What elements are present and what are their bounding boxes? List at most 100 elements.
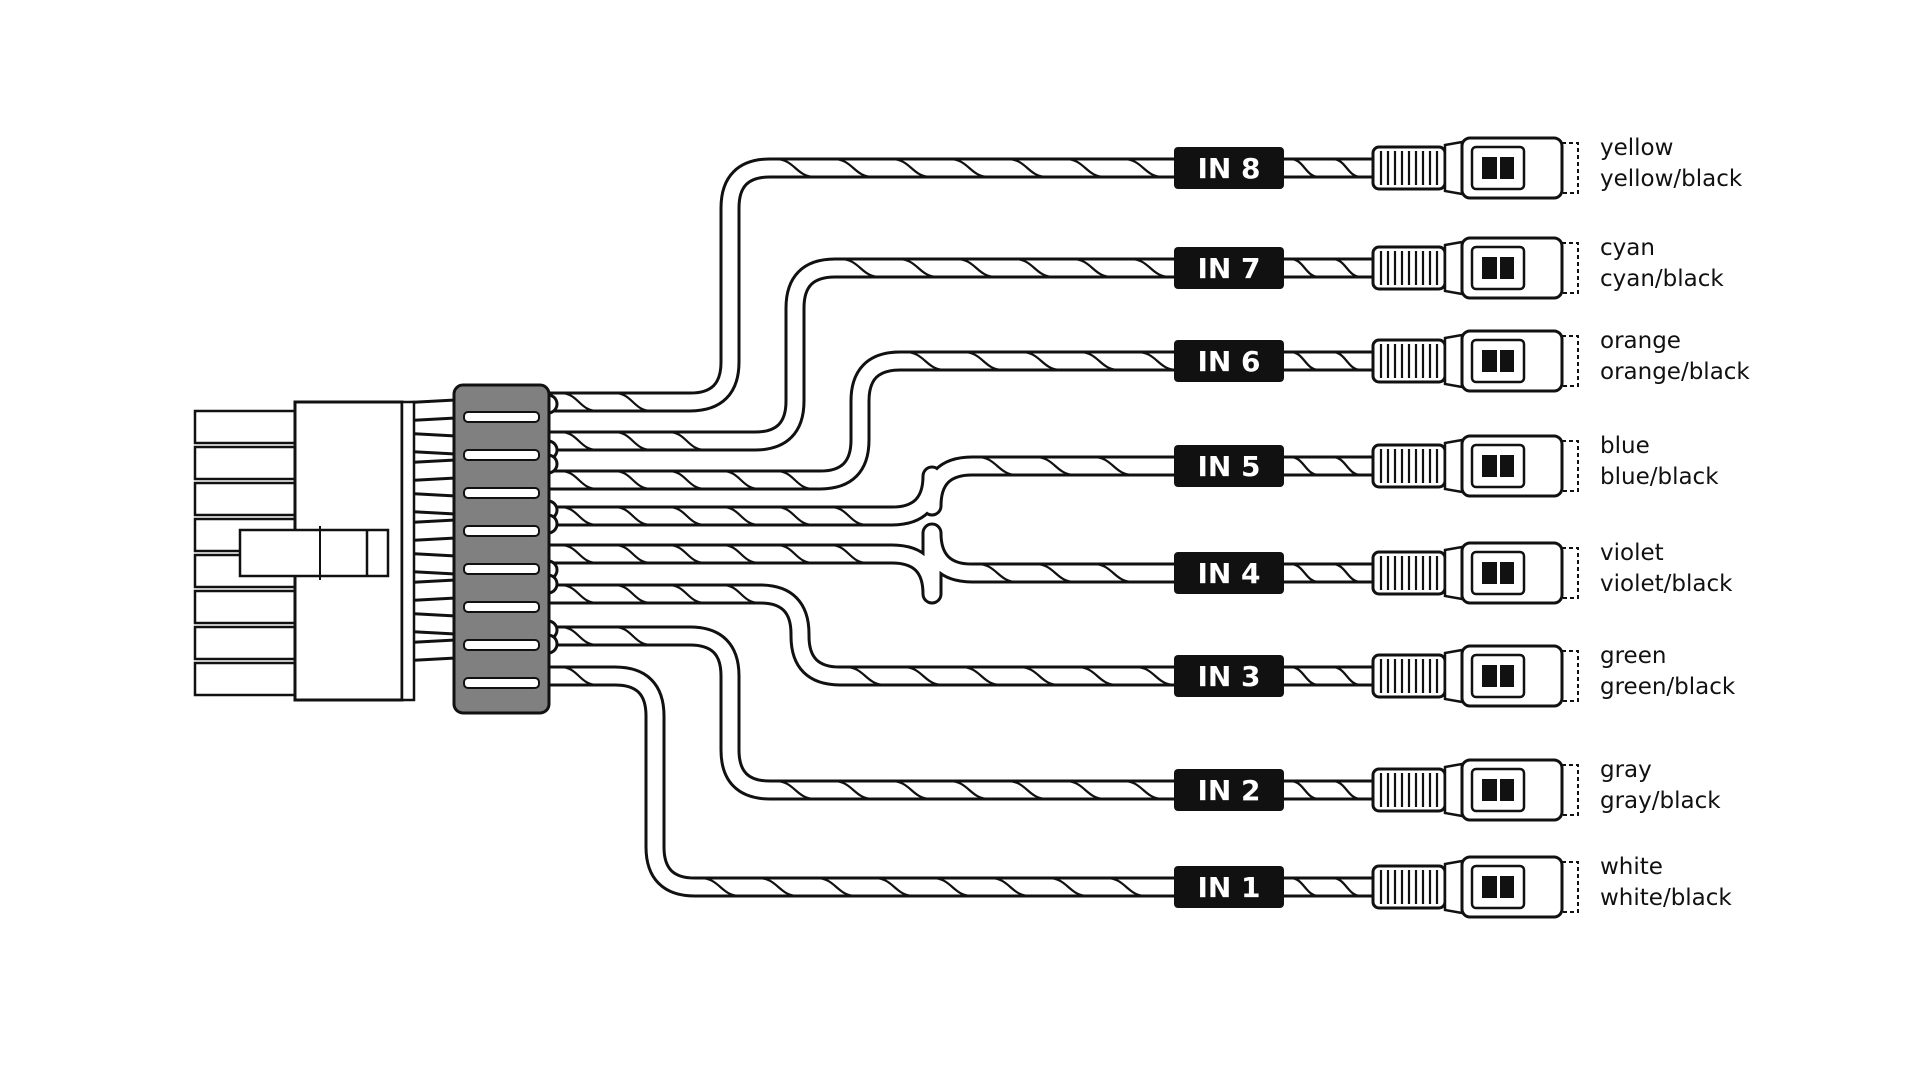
rca-plug-6 <box>1371 329 1579 393</box>
wire-color-label-secondary: white/black <box>1600 885 1732 911</box>
wire-channel-1 <box>537 665 1384 898</box>
multi-pin-connector <box>193 400 416 702</box>
clamp-slot <box>463 525 540 537</box>
clamp-slot <box>463 449 540 461</box>
input-tag: IN 3 <box>1174 655 1284 697</box>
wire-twist-marks <box>1289 876 1362 898</box>
wire-channel-2 <box>537 625 1384 801</box>
plug-tip <box>1562 335 1579 387</box>
wire-color-label: green <box>1600 643 1667 669</box>
wire-twist-marks <box>774 157 1164 179</box>
wire-color-label-secondary: gray/black <box>1600 788 1721 814</box>
clamp-slot <box>463 411 540 423</box>
wire-color-label-secondary: green/black <box>1600 674 1736 700</box>
plug-collar <box>1443 859 1464 915</box>
plug-tip <box>1562 861 1579 913</box>
wire-channel-6 <box>537 350 1384 491</box>
plug-collar <box>1443 438 1464 494</box>
plug-collar <box>1443 648 1464 704</box>
input-tag-box <box>1174 445 1284 487</box>
cable-clamp <box>452 383 551 715</box>
wire-twist-marks <box>1289 665 1362 687</box>
plug-contact-split <box>1497 455 1500 477</box>
plug-contact-split <box>1497 562 1500 584</box>
wire-color-label: cyan <box>1600 235 1655 261</box>
wire-twist-marks <box>976 562 1134 584</box>
connector-latch <box>238 528 390 578</box>
wire-twist-marks <box>1289 562 1362 584</box>
clamp-slot <box>463 487 540 499</box>
plug-tip <box>1562 547 1579 599</box>
clamp-body <box>452 383 551 715</box>
wire-channel-4 <box>537 522 1384 605</box>
wire-twist-marks <box>559 469 814 491</box>
wire-color-label: violet <box>1600 540 1664 566</box>
plug-contact-split <box>1497 876 1500 898</box>
plug-collar <box>1443 333 1464 389</box>
wire-color-label: orange <box>1600 328 1681 354</box>
plug-contact-split <box>1497 257 1500 279</box>
wire-twist-marks <box>699 876 1147 898</box>
plug-tip <box>1562 142 1579 194</box>
input-tag-box <box>1174 866 1284 908</box>
plug-contact-split <box>1497 157 1500 179</box>
clamp-slot <box>463 601 540 613</box>
connector-pin <box>193 589 299 625</box>
wire-color-label-secondary: yellow/black <box>1600 166 1743 192</box>
input-tag-box <box>1174 340 1284 382</box>
wire-twist-marks <box>839 257 1171 279</box>
plug-collar <box>1443 140 1464 196</box>
wire-channel-3 <box>537 583 1384 687</box>
wire-color-label: white <box>1600 854 1663 880</box>
input-tag-label: IN 6 <box>1197 345 1260 378</box>
plug-collar <box>1443 240 1464 296</box>
input-tag: IN 2 <box>1174 769 1284 811</box>
input-tag: IN 5 <box>1174 445 1284 487</box>
plug-contact-split <box>1497 665 1500 687</box>
wire-color-label-secondary: orange/black <box>1600 359 1750 385</box>
wire-twist-marks <box>1289 779 1362 801</box>
wire-channel-7 <box>537 257 1384 452</box>
clamp-slot <box>463 677 540 689</box>
input-tag-label: IN 5 <box>1197 450 1260 483</box>
plug-collar <box>1443 762 1464 818</box>
wire-twist-marks <box>559 391 652 413</box>
wire-twist-marks <box>976 455 1134 477</box>
wire-twist-marks <box>559 505 868 527</box>
plug-contact-split <box>1497 350 1500 372</box>
rca-plug-2 <box>1371 758 1579 822</box>
input-tag-label: IN 8 <box>1197 152 1260 185</box>
rca-plug-1 <box>1371 855 1579 919</box>
input-tag-box <box>1174 147 1284 189</box>
rca-plug-4 <box>1371 541 1579 605</box>
plug-tip <box>1562 650 1579 702</box>
connector-pin <box>193 661 299 697</box>
connector-pin <box>193 445 299 481</box>
input-tag: IN 1 <box>1174 866 1284 908</box>
input-tag-box <box>1174 769 1284 811</box>
wire-twist-marks <box>559 543 868 565</box>
rca-plug-3 <box>1371 644 1579 708</box>
clamp-slot <box>463 563 540 575</box>
wire-color-label: blue <box>1600 433 1650 459</box>
plug-contact-split <box>1497 779 1500 801</box>
plug-tip <box>1562 764 1579 816</box>
input-tag-label: IN 3 <box>1197 660 1260 693</box>
wire-twist-marks <box>774 779 1164 801</box>
input-tag-label: IN 7 <box>1197 252 1260 285</box>
wire-twist-marks <box>904 350 1178 372</box>
input-tag: IN 4 <box>1174 552 1284 594</box>
rca-plug-5 <box>1371 434 1579 498</box>
wire-twist-marks <box>559 665 598 687</box>
input-tag-box <box>1174 655 1284 697</box>
rca-plug-7 <box>1371 236 1579 300</box>
input-tag-box <box>1174 552 1284 594</box>
wire-twist-marks <box>1289 350 1362 372</box>
input-tag-box <box>1174 247 1284 289</box>
wire-channel-5 <box>537 455 1384 527</box>
wire-color-label-secondary: blue/black <box>1600 464 1719 490</box>
input-tag: IN 6 <box>1174 340 1284 382</box>
wire-twist-marks <box>559 430 706 452</box>
input-tag-label: IN 4 <box>1197 557 1260 590</box>
